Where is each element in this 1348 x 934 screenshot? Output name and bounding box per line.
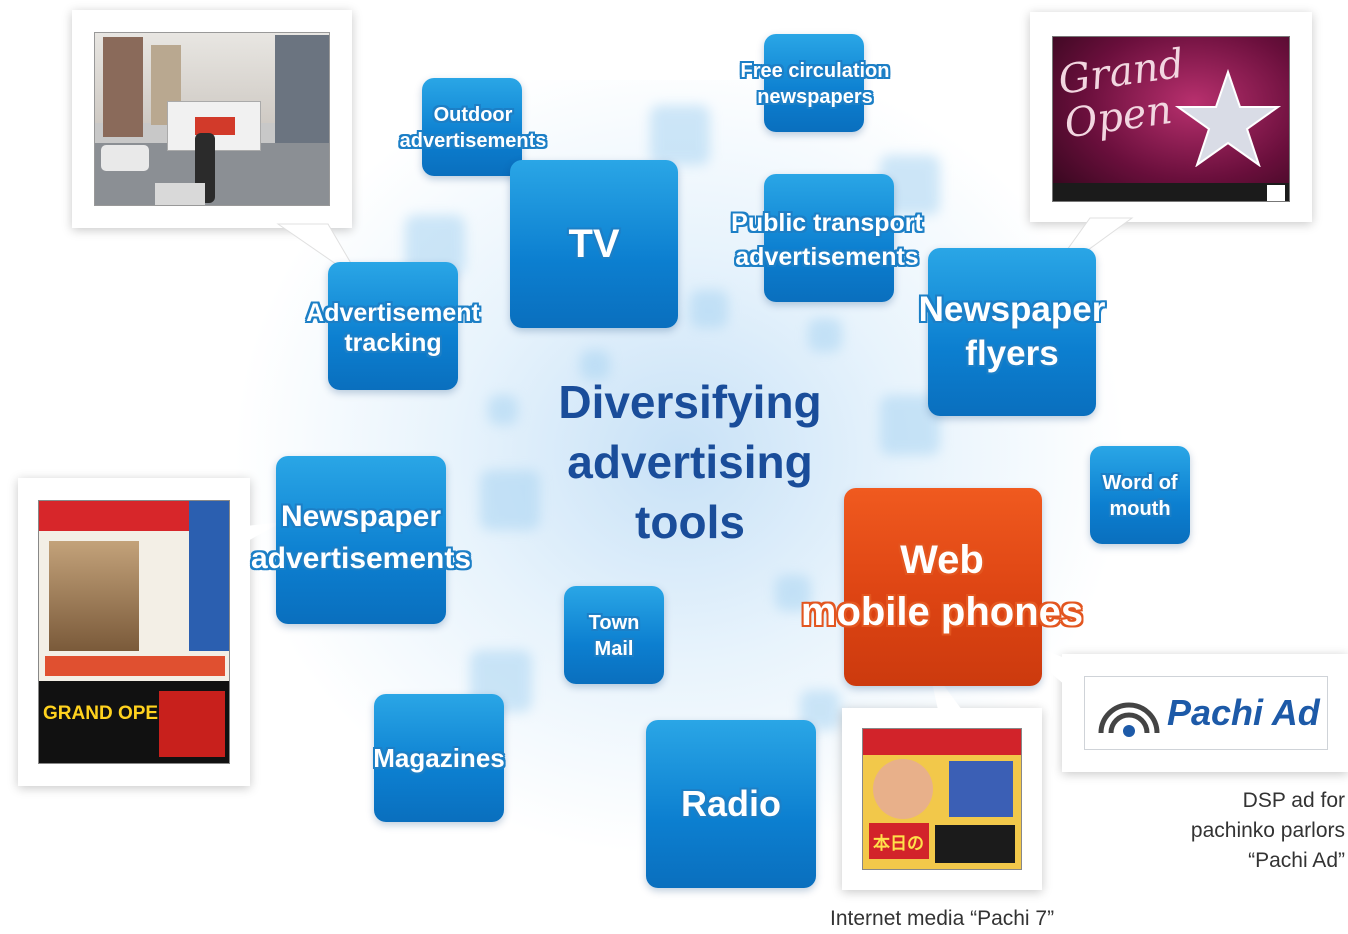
label-line: Advertisement: [306, 299, 480, 327]
label-advertisement-tracking: Advertisement tracking: [290, 298, 496, 358]
label-line: Town: [588, 612, 640, 634]
label-line: Public transport: [731, 209, 923, 237]
label-outdoor-advertisements: Outdoor advertisements: [388, 102, 558, 154]
caption-line: pachinko parlors: [1190, 819, 1345, 842]
callout-pointer: [246, 522, 282, 542]
label-line: Outdoor: [433, 104, 513, 126]
label-newspaper-flyers: Newspaper flyers: [888, 288, 1136, 376]
label-line: Newspaper: [918, 290, 1106, 329]
label-tv: TV: [568, 222, 620, 266]
caption-internet-media: Internet media “Pachi 7”: [830, 907, 1055, 930]
label-line: Mail: [594, 638, 634, 660]
caption-line: “Pachi Ad”: [1248, 849, 1345, 872]
tile-newspaper-flyers: [928, 248, 1096, 416]
street-photo: [94, 32, 330, 206]
center-title-line: Diversifying: [558, 376, 822, 428]
tile-newspaper-advertisements: [276, 456, 446, 624]
ghost-square: [808, 318, 842, 352]
caption-line: DSP ad for: [1242, 789, 1345, 812]
label-line: Free circulation: [740, 60, 890, 82]
center-title-line: tools: [635, 496, 745, 548]
label-line: advertisements: [250, 542, 472, 575]
signal-icon: [1098, 702, 1160, 737]
tile-web-mobile-phones: [844, 488, 1042, 686]
label-line: Word of: [1102, 472, 1178, 494]
pachi7-screenshot: 本日の: [862, 728, 1022, 870]
tile-tv: [510, 160, 678, 328]
center-title-line: advertising: [567, 436, 813, 488]
label-magazines: Magazines: [373, 743, 505, 773]
pachi-ad-logo: Pachi Ad: [1084, 676, 1328, 750]
label-word-of-mouth: Word of mouth: [1080, 470, 1200, 522]
label-newspaper-advertisements: Newspaper advertisements: [248, 496, 474, 580]
tile-town-mail: [564, 586, 664, 684]
newspaper-photo: GRAND OPEN: [38, 500, 230, 764]
tile-free-circulation-newspapers: [764, 34, 864, 132]
label-web-mobile-phones: Web mobile phones: [772, 534, 1112, 638]
tile-magazines: [374, 694, 504, 822]
center-title: Diversifying advertising tools: [500, 372, 880, 552]
label-town-mail: Town Mail: [564, 610, 664, 662]
label-line: Newspaper: [280, 500, 442, 533]
pachi7-banner-text: 本日の: [873, 834, 924, 853]
ghost-square: [690, 290, 728, 328]
label-radio: Radio: [680, 783, 781, 824]
label-line: mobile phones: [800, 590, 1084, 634]
tile-public-transport-advertisements: [764, 174, 894, 302]
tile-word-of-mouth: [1090, 446, 1190, 544]
ghost-square: [580, 350, 610, 380]
pachi-ad-logo-pachi: Pachi: [1167, 692, 1264, 733]
label-line: tracking: [344, 329, 442, 357]
label-line: advertisements: [399, 130, 547, 152]
label-line: newspapers: [757, 86, 873, 108]
grand-open-flyer: Grand Open: [1052, 36, 1290, 202]
tile-advertisement-tracking: [328, 262, 458, 390]
ghost-square: [488, 395, 518, 425]
ghost-square: [775, 575, 811, 611]
label-line: mouth: [1109, 498, 1171, 520]
label-line: Web: [900, 538, 984, 582]
tile-radio: [646, 720, 816, 888]
label-line: advertisements: [735, 243, 919, 271]
newspaper-headline: GRAND OPEN: [43, 703, 172, 724]
label-public-transport-advertisements: Public transport advertisements: [716, 206, 938, 274]
pachi-ad-logo-ad: Ad: [1271, 692, 1320, 733]
ghost-square: [650, 105, 710, 165]
label-line: flyers: [965, 334, 1059, 373]
caption-dsp-ad: DSP ad for pachinko parlors “Pachi Ad”: [1120, 786, 1345, 876]
ghost-square: [480, 470, 540, 530]
tile-outdoor-advertisements: [422, 78, 522, 176]
label-free-circulation-newspapers: Free circulation newspapers: [722, 58, 908, 110]
